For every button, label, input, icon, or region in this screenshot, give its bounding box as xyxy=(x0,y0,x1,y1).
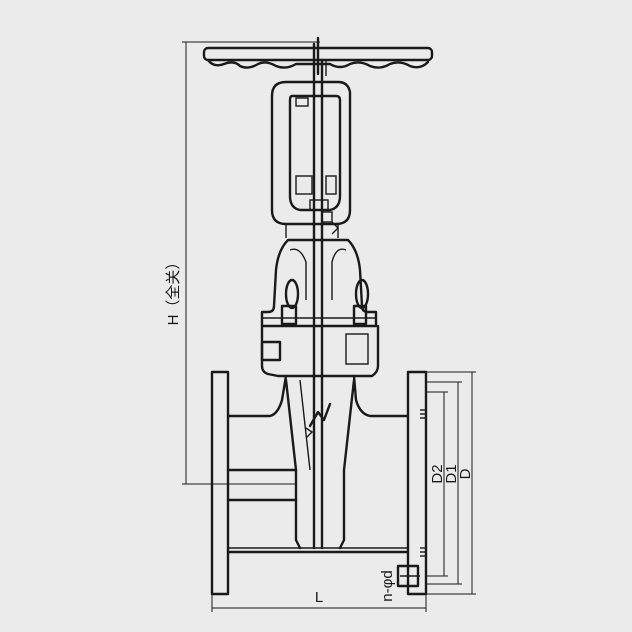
handwheel xyxy=(202,36,434,76)
height-label: H（全关） xyxy=(164,255,182,326)
length-label: L xyxy=(315,589,323,606)
bonnet xyxy=(260,238,378,328)
d2-label: D2 xyxy=(429,464,446,483)
bolt-label: n-φd xyxy=(379,570,396,601)
stem xyxy=(312,42,324,550)
dimension-h xyxy=(182,41,320,485)
d1-label: D1 xyxy=(443,464,460,483)
dimension-l xyxy=(211,594,427,612)
dimension-d-series xyxy=(426,371,476,595)
d-label: D xyxy=(457,468,474,479)
valve-body xyxy=(210,370,428,596)
yoke xyxy=(270,80,352,238)
body-neck xyxy=(260,324,380,378)
